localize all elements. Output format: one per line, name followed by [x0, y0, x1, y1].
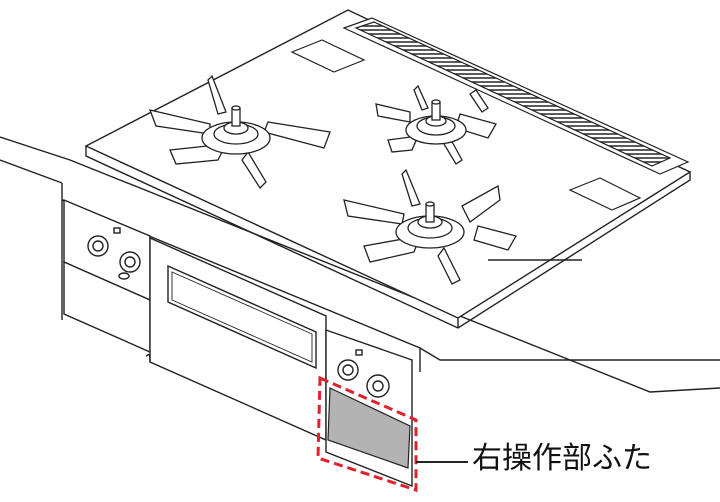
callout-label: 右操作部ふた: [472, 441, 652, 476]
burner-left: [148, 74, 331, 190]
cooktop-top: [84, 9, 692, 329]
rear-vent: [342, 17, 690, 175]
grill-drawer[interactable]: [145, 236, 327, 442]
right-control-cover[interactable]: [316, 375, 418, 493]
rear-pads: [290, 39, 642, 211]
countertop: [0, 136, 720, 393]
burner-right-rear: [375, 84, 497, 165]
burner-front: [343, 168, 517, 285]
left-control-panel: [63, 198, 151, 354]
